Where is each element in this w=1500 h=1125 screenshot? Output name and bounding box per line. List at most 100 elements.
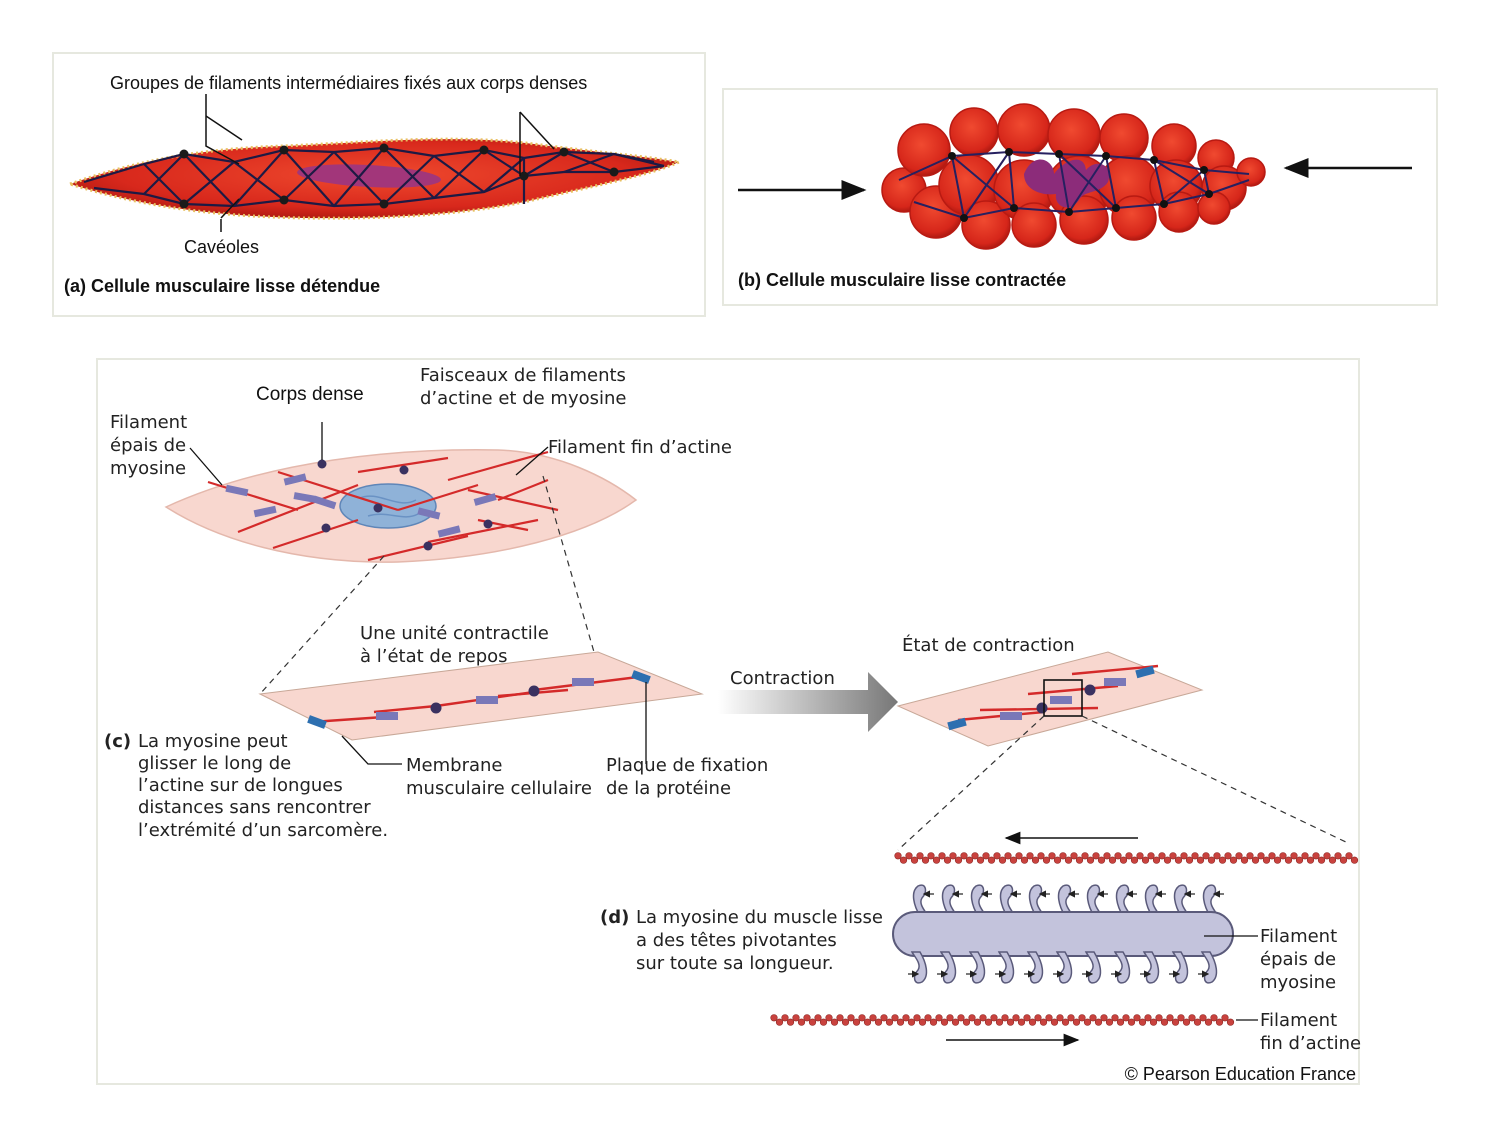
resting-unit-leaders — [341, 682, 647, 765]
actin-bead — [973, 1018, 982, 1026]
actin-bead — [1075, 856, 1084, 864]
zoom-lines-c — [259, 475, 595, 695]
caption-c-line3: l’actine sur de longues — [138, 775, 343, 796]
actin-bead — [1207, 856, 1216, 864]
actin-bead — [1020, 856, 1029, 864]
nucleus-texture — [359, 495, 419, 518]
contraction-mechanism-illustration: Corps dense Faisceaux de filaments d’act… — [104, 365, 1361, 1084]
actin-bead — [1086, 856, 1095, 864]
actin-bead — [1193, 1018, 1202, 1026]
actin-bead — [929, 1018, 938, 1026]
actin-bead — [927, 852, 935, 860]
actin-bead — [921, 856, 930, 864]
cell-top-dense-bodies — [317, 459, 493, 551]
actin-bead — [1312, 852, 1320, 860]
actin-bead — [902, 1014, 910, 1022]
contracted-cell-illustration: (b) Cellule musculaire lisse contractée — [738, 103, 1412, 290]
actin-bead — [1061, 1018, 1070, 1026]
actin-bead — [990, 1014, 998, 1022]
actin-bead — [797, 1018, 806, 1026]
actin-bead — [1323, 852, 1331, 860]
actin-bead — [852, 1018, 861, 1026]
actin-bead — [1042, 856, 1051, 864]
actin-bead — [899, 856, 908, 864]
actin-bead — [1072, 1018, 1081, 1026]
label-d-actine-line2: fin d’actine — [1260, 1033, 1361, 1054]
label-faisceaux-line1: Faisceaux de filaments — [420, 365, 626, 386]
caption-c-line4: distances sans rencontrer — [138, 797, 371, 818]
actin-bead — [1169, 852, 1177, 860]
actin-bead — [932, 856, 941, 864]
actin-bead — [1273, 856, 1282, 864]
caption-panel-b: (b) Cellule musculaire lisse contractée — [738, 270, 1066, 290]
actin-bead — [1028, 1018, 1037, 1026]
contracted-unit-myosin — [1000, 678, 1126, 720]
actin-bead — [1339, 856, 1348, 864]
actin-bead — [1279, 852, 1287, 860]
actin-bead — [1081, 852, 1089, 860]
label-membrane-line2: musculaire cellulaire — [406, 778, 592, 799]
cell-top-actin-filaments — [207, 450, 559, 562]
contracted-dense-bodies — [948, 148, 1213, 222]
actin-bead — [1138, 1018, 1147, 1026]
actin-bead — [1210, 1014, 1218, 1022]
actin-bead — [965, 856, 974, 864]
actin-bead — [825, 1014, 833, 1022]
caption-panel-a: (a) Cellule musculaire lisse détendue — [64, 276, 380, 296]
actin-bead — [894, 852, 902, 860]
actin-bead — [1290, 852, 1298, 860]
actin-bead — [1257, 852, 1265, 860]
myosin-heads-top — [912, 884, 1224, 917]
actin-bead — [1218, 856, 1227, 864]
actin-bead — [979, 1014, 987, 1022]
label-membrane-line1: Membrane — [406, 755, 502, 776]
actin-bead — [1166, 1014, 1174, 1022]
actin-bead — [935, 1014, 943, 1022]
actin-bead — [905, 852, 913, 860]
actin-bead — [1268, 852, 1276, 860]
actin-bead — [1083, 1018, 1092, 1026]
actin-bead — [1100, 1014, 1108, 1022]
actin-bead — [1144, 1014, 1152, 1022]
label-contraction: Contraction — [730, 668, 835, 689]
actin-bead — [971, 852, 979, 860]
actin-bead — [910, 856, 919, 864]
contracted-nucleus — [1024, 159, 1110, 208]
actin-bead — [1045, 1014, 1053, 1022]
caption-c-tag: (c) — [104, 731, 131, 752]
actin-bead — [1204, 1018, 1213, 1026]
actin-bead — [1191, 852, 1199, 860]
caption-d-line1: La myosine du muscle lisse — [636, 907, 883, 928]
actin-bead — [1089, 1014, 1097, 1022]
actin-bead — [1119, 856, 1128, 864]
actin-bead — [1182, 1018, 1191, 1026]
actin-bead — [869, 1014, 877, 1022]
actin-bead — [1064, 856, 1073, 864]
actin-bead — [1174, 856, 1183, 864]
actin-bead — [940, 1018, 949, 1026]
actin-bead — [1251, 856, 1260, 864]
actin-bead — [1149, 1018, 1158, 1026]
actin-bead — [1015, 852, 1023, 860]
actin-bead — [808, 1018, 817, 1026]
actin-bead — [1127, 1018, 1136, 1026]
actin-bead — [1295, 856, 1304, 864]
resting-unit-dense-bodies — [430, 685, 540, 714]
label-d-myosine-line1: Filament — [1260, 926, 1337, 947]
actin-bead — [1240, 856, 1249, 864]
actin-bead — [1108, 856, 1117, 864]
actin-bead — [1235, 852, 1243, 860]
actin-bead — [1160, 1018, 1169, 1026]
actin-bead — [913, 1014, 921, 1022]
dense-bodies — [179, 143, 619, 209]
actin-bead — [781, 1014, 789, 1022]
actin-bead — [1262, 856, 1271, 864]
actin-bead — [1177, 1014, 1185, 1022]
panel-relaxed-cell: Groupes de filaments intermédiaires fixé… — [52, 52, 706, 317]
actin-bead — [1094, 1018, 1103, 1026]
actin-bead — [1136, 852, 1144, 860]
actin-bead — [1125, 852, 1133, 860]
actin-bead — [1171, 1018, 1180, 1026]
caption-c-line1: La myosine peut — [138, 731, 288, 752]
label-filament-epais-line3: myosine — [110, 458, 186, 479]
